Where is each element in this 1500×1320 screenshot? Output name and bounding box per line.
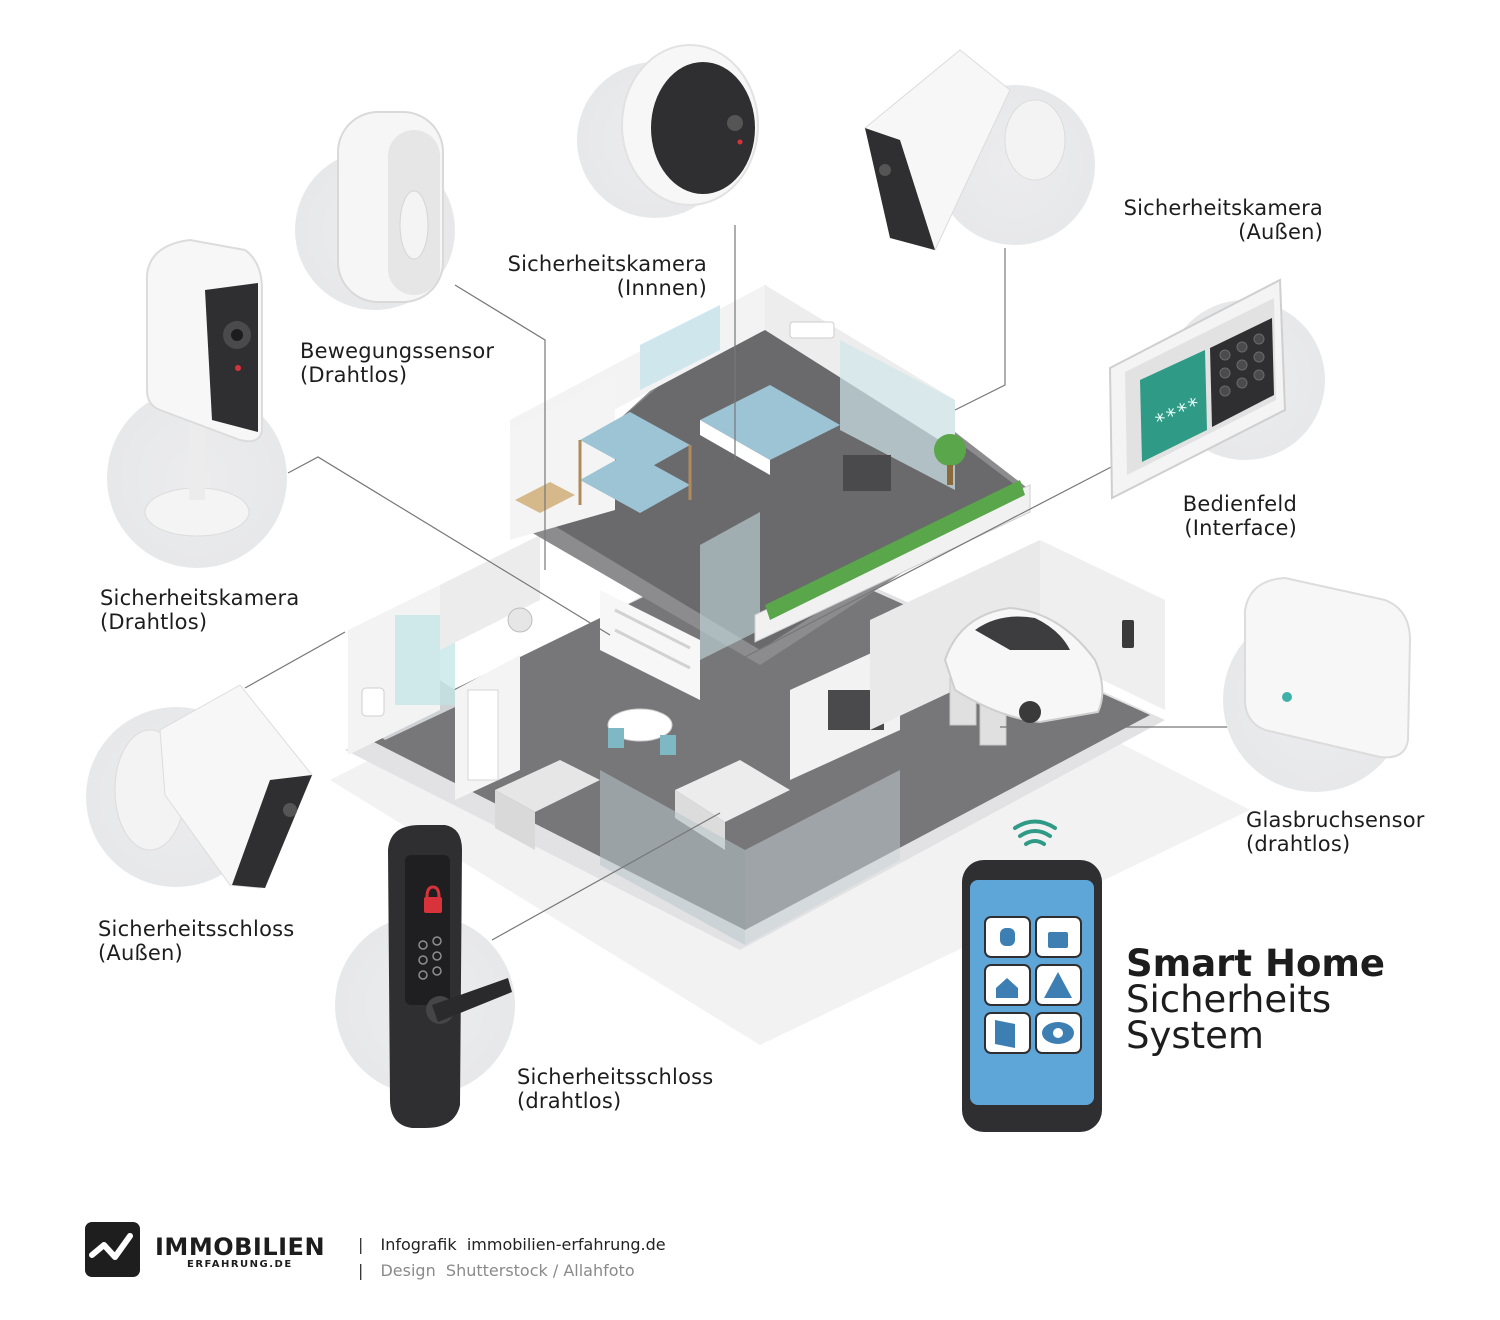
- label-glass-break: Glasbruchsensor (drahtlos): [1246, 808, 1425, 856]
- bedroom-tv: [843, 455, 891, 491]
- smartphone-device: [962, 819, 1102, 1132]
- balcony-tree: [934, 434, 966, 466]
- wall-charger: [1122, 620, 1134, 648]
- planter-plants: [765, 480, 1025, 620]
- brand-subtitle: ERFAHRUNG.DE: [187, 1259, 293, 1270]
- label-camera-wireless: Sicherheitskamera (Drahtlos): [100, 586, 300, 634]
- toilet: [361, 687, 385, 717]
- garage-back-wall: [1040, 540, 1165, 710]
- bunk-bed-bottom: [580, 452, 690, 513]
- glass-break-sensor-device: [1223, 576, 1412, 792]
- bunk-bed-top: [580, 412, 690, 473]
- upper-glass-wall: [840, 340, 955, 490]
- title-line-1: Smart Home: [1126, 942, 1386, 985]
- dining-chair-2: [660, 735, 676, 755]
- title-line-3: System: [1126, 1014, 1264, 1057]
- shelf-wall: [600, 590, 700, 700]
- connector-lines: [244, 225, 1232, 941]
- wireless-lock-device: [335, 825, 515, 1128]
- kitchen-counter: [495, 760, 600, 812]
- motion-sensor-device: [295, 111, 455, 310]
- credit-design: | Design Shutterstock / Allahfoto: [358, 1261, 635, 1280]
- car-wheel: [1019, 701, 1041, 723]
- sofa: [675, 760, 790, 822]
- laundry-wall: [440, 535, 540, 650]
- label-camera-indoor: Sicherheitskamera (Innnen): [507, 252, 707, 300]
- isometric-house: [345, 285, 1165, 950]
- title-line-2: Sicherheits: [1126, 978, 1332, 1021]
- kitchen-counter-front: [495, 790, 535, 850]
- label-motion-sensor: Bewegungssensor (Drahtlos): [300, 339, 495, 387]
- infographic-title: Smart Home Sicherheits System: [1126, 942, 1386, 1057]
- window-left: [640, 305, 720, 390]
- brand-logo-icon: [85, 1222, 140, 1277]
- control-panel-device: [1108, 278, 1325, 500]
- brand-name: IMMOBILIEN: [155, 1233, 326, 1261]
- electric-car: [943, 606, 1104, 724]
- air-conditioner: [789, 321, 835, 339]
- fridge: [467, 689, 499, 781]
- washing-machine: [507, 607, 533, 633]
- dining-chair-1: [608, 728, 624, 748]
- credit-infographic: | Infografik immobilien-erfahrung.de: [358, 1235, 666, 1254]
- wifi-icon: [1013, 819, 1057, 846]
- glass-front-right: [745, 770, 900, 945]
- label-camera-outdoor: Sicherheitskamera (Außen): [1123, 196, 1323, 244]
- car-windshield: [975, 616, 1070, 650]
- garage-side-wall: [870, 540, 1040, 730]
- glass-front-wall: [600, 770, 745, 945]
- outdoor-lock-device: [86, 684, 313, 889]
- wireless-camera-device: [107, 238, 287, 568]
- label-lock-outdoor: Sicherheitsschloss (Außen): [98, 917, 295, 965]
- outdoor-camera-device: [864, 49, 1095, 251]
- indoor-camera-device: [577, 44, 759, 218]
- upper-glass-front: [700, 512, 760, 660]
- label-lock-wireless: Sicherheitsschloss (drahtlos): [517, 1065, 714, 1113]
- label-control-panel: Bedienfeld (Interface): [1182, 492, 1297, 540]
- lock-red-icon: [424, 897, 442, 913]
